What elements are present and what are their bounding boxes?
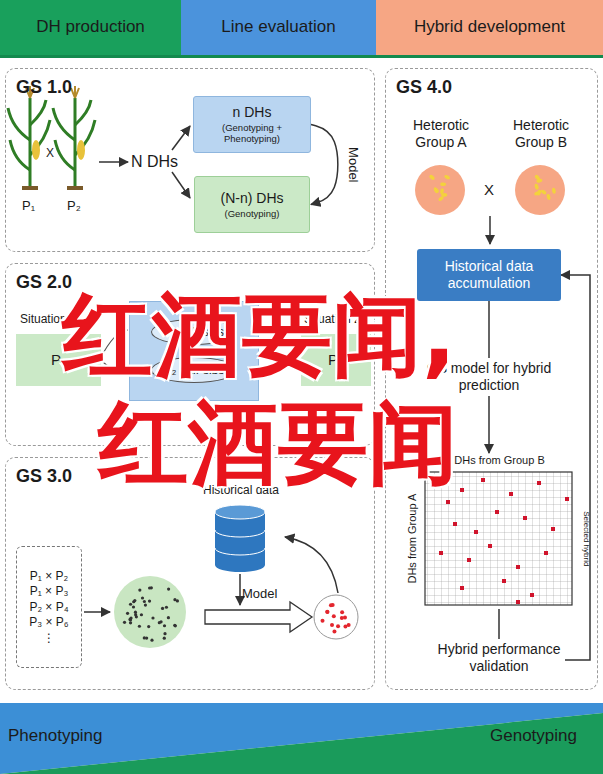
watermark: 红酒要闻,	[62, 290, 456, 380]
node-text: P₃ × P₆	[29, 615, 68, 629]
kernels	[429, 174, 557, 202]
group-circle	[515, 165, 565, 215]
population-circle	[114, 576, 186, 648]
selected-hybrid-marks	[432, 478, 555, 604]
flow-arrow	[239, 574, 241, 605]
flow-arrow	[489, 216, 491, 244]
node-text: (Genotyping + Phenotyping)	[200, 122, 304, 145]
parent-label: P₁	[22, 198, 35, 214]
hybrid-matrix	[425, 472, 572, 605]
node-title: GS 4.0	[396, 77, 452, 99]
scheme-panel: P₁ × P₂P₁ × P₃ P₂ × P₄P₃ × P₆ ⋮ Historical …	[5, 457, 375, 690]
database: Historical data	[201, 483, 281, 573]
node-text: DHs from Group A	[406, 473, 419, 605]
genotyping-wedge	[0, 713, 603, 774]
flow-arrow	[99, 126, 190, 198]
scheme-panel: n DHs(Genotyping + Phenotyping) (N-n) DHs…	[5, 68, 375, 252]
training-box: n DHs(Genotyping + Phenotyping)	[193, 96, 311, 153]
node-title: GS 1.0	[16, 77, 72, 99]
feedback-arrow	[285, 537, 338, 593]
group-circle	[415, 165, 465, 215]
node-title: Historical data accumulation	[423, 258, 555, 292]
flow-arrow	[84, 611, 110, 613]
heterotic-group: Heterotic Group A	[396, 117, 486, 217]
node-title: Heterotic Group A	[396, 117, 486, 151]
node-text: P₂ × P₄	[29, 600, 68, 614]
corn-plant	[8, 98, 95, 188]
model-label: Model	[242, 586, 277, 602]
model-arrow	[205, 602, 312, 632]
node-title: Hybrid development	[414, 17, 565, 37]
corn-ear	[22, 86, 85, 190]
node-title: DH production	[36, 17, 145, 37]
node-text: Selected hybrid	[581, 473, 591, 605]
node-title: (N-n) DHs	[221, 190, 284, 207]
stage-band: DH production	[0, 0, 181, 55]
node-title: Heterotic Group B	[496, 117, 586, 151]
node-title: P₁ × P₂	[30, 569, 68, 583]
database-cylinder	[215, 505, 265, 572]
flow-connector	[311, 125, 338, 205]
candidate-box: (N-n) DHs(Genotyping)	[194, 176, 310, 233]
stage-band: Line evaluation	[181, 0, 376, 55]
node-title: GS 3.0	[16, 466, 72, 488]
node-text: Genotyping	[490, 726, 577, 746]
connector-label: Model	[345, 147, 361, 182]
heterotic-group: Heterotic Group B	[496, 117, 586, 217]
band-underline	[0, 55, 603, 58]
node-text: P₁ × P₃	[30, 584, 69, 598]
node-text: ⋮	[43, 631, 55, 645]
selected-dots	[321, 603, 351, 634]
legend-square	[565, 497, 569, 501]
connector-label: Hybrid performance validation	[433, 639, 565, 677]
parent-label: P₂	[67, 198, 81, 214]
node-title: Phenotyping	[8, 726, 103, 746]
cross-sign: X	[46, 146, 54, 160]
watermark: 红酒要闻	[98, 398, 458, 488]
node-text: (Genotyping)	[225, 208, 280, 219]
population-label: N DHs	[131, 152, 178, 171]
phenotyping-wedge	[0, 703, 603, 774]
node-title: n DHs	[233, 104, 272, 121]
stage-band: Hybrid development	[376, 0, 603, 55]
population-dots	[123, 586, 179, 642]
cross-list: P₁ × P₂P₁ × P₃ P₂ × P₄P₃ × P₆ ⋮	[16, 546, 82, 668]
cross-sign: X	[484, 181, 494, 199]
flow-connector	[499, 275, 590, 660]
selected-circle	[314, 595, 358, 639]
data-band: Phenotyping Genotyping	[0, 703, 603, 774]
node-title: Line evaluation	[221, 17, 335, 37]
